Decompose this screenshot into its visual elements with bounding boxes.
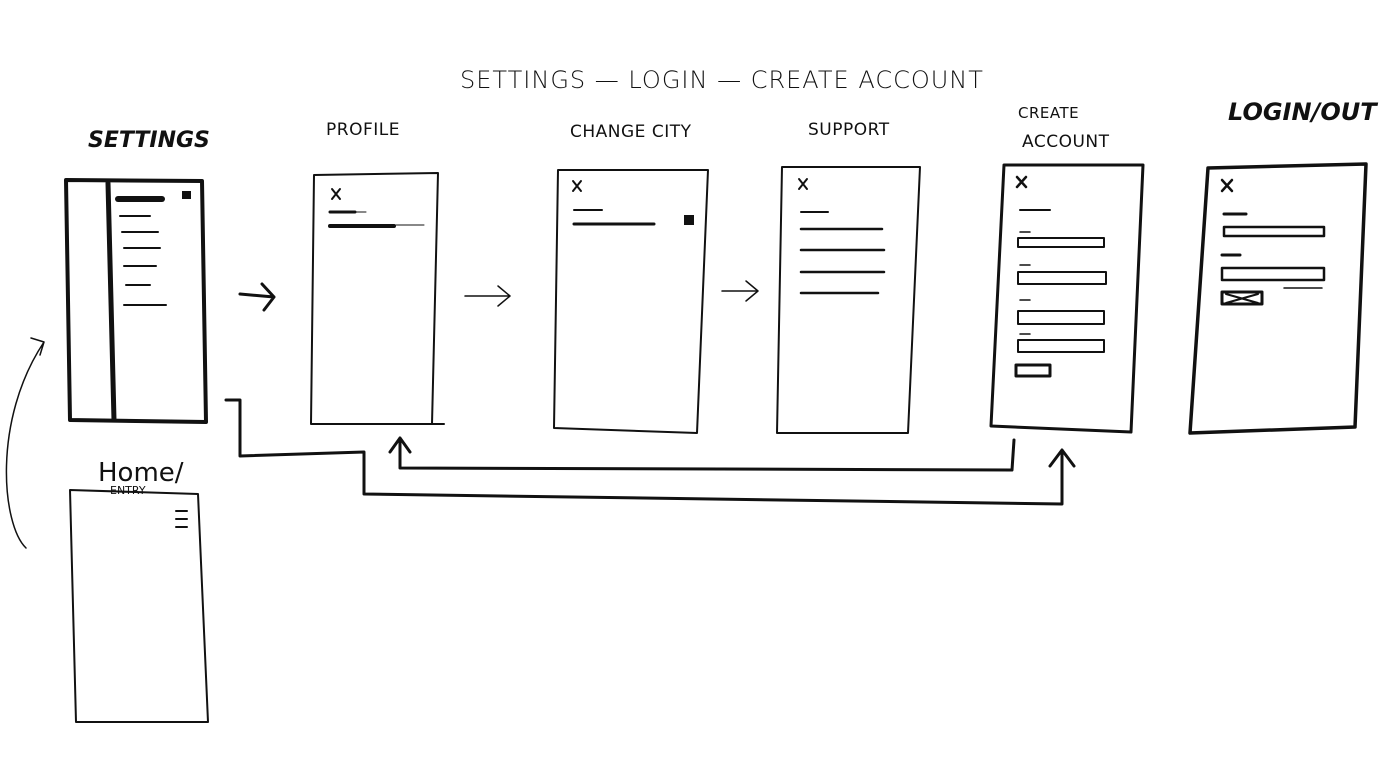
close-icon: [331, 188, 341, 200]
close-icon: [1015, 175, 1028, 189]
close-icon: [798, 178, 808, 190]
label-entry: ENTRY: [110, 484, 146, 497]
connector-settings-to-create-account: [224, 398, 1076, 506]
label-settings: SETTINGS: [88, 128, 210, 153]
create-account-screen: [989, 163, 1145, 434]
label-home: Home/: [98, 458, 184, 488]
hamburger-menu-icon: [175, 510, 188, 528]
checkbox-icon: [684, 215, 694, 225]
close-icon: [572, 180, 582, 192]
label-login-out: LOGIN/OUT: [1228, 98, 1377, 126]
login-out-screen: [1188, 162, 1368, 435]
arrow-home-to-settings: [5, 337, 45, 549]
submit-button-sketch: [1014, 363, 1052, 378]
label-create-account-1: CREATE: [1018, 104, 1080, 122]
arrow-settings-to-profile: [238, 282, 276, 312]
label-support: SUPPORT: [808, 120, 890, 140]
label-change-city: CHANGE CITY: [570, 122, 692, 142]
connector-create-account-to-profile: [388, 436, 1016, 472]
change-city-screen: [553, 169, 709, 434]
settings-screen: [64, 178, 208, 424]
arrow-change-city-to-support: [721, 280, 759, 302]
close-icon: [1220, 178, 1234, 193]
profile-screen: [310, 172, 445, 425]
label-profile: PROFILE: [326, 120, 400, 140]
home-entry-screen: [69, 489, 209, 723]
login-button-sketch: [1220, 290, 1264, 306]
settings-icon: [182, 191, 191, 199]
diagram-title: SETTINGS — LOGIN — CREATE ACCOUNT: [460, 66, 984, 94]
support-screen: [776, 166, 921, 434]
arrow-profile-to-change-city: [464, 285, 511, 307]
label-create-account-2: ACCOUNT: [1022, 132, 1110, 152]
